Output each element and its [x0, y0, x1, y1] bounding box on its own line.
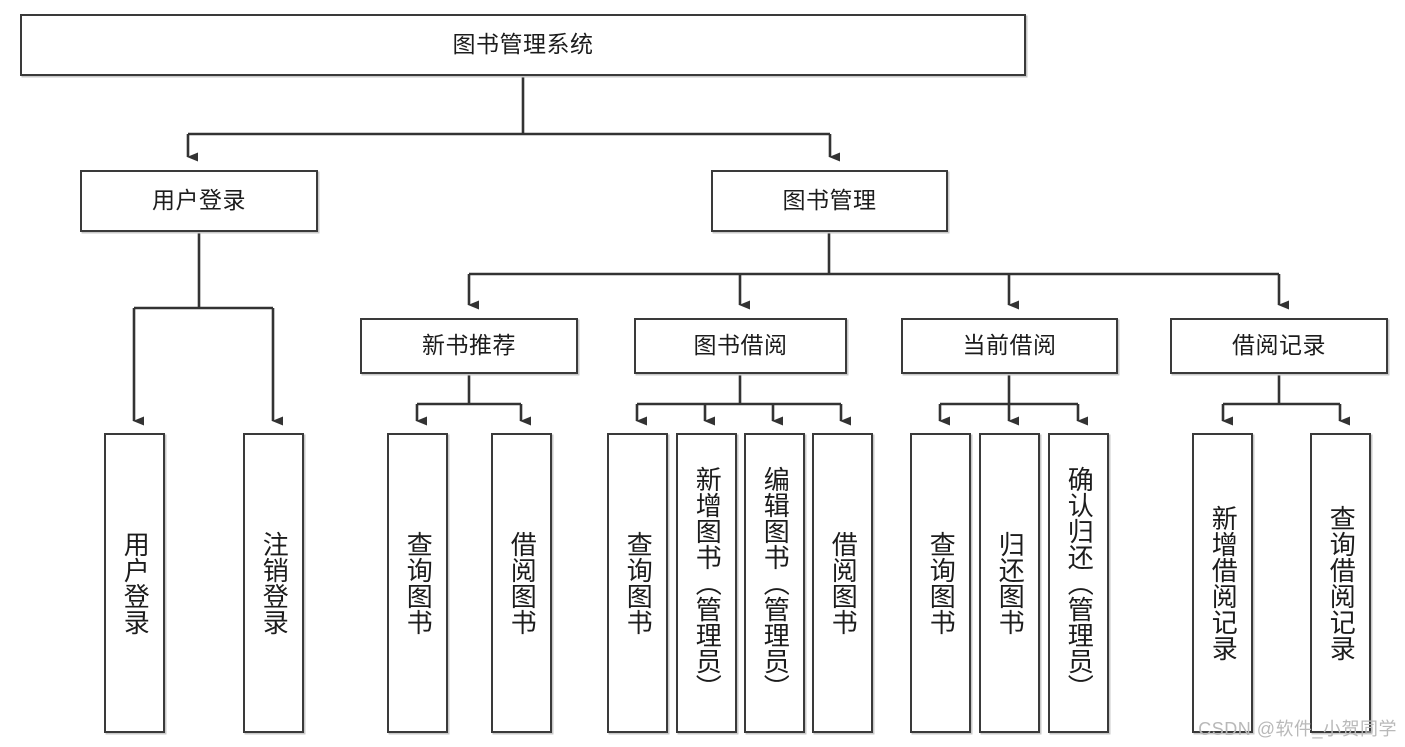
node-leaf-user-login[interactable]: 用户登录 — [104, 433, 165, 733]
node-user-login[interactable]: 用户登录 — [80, 170, 318, 232]
node-leaf-query-book-3[interactable]: 查询图书 — [910, 433, 971, 733]
node-leaf-return-book-label: 归还图书 — [995, 531, 1026, 635]
node-user-login-label: 用户登录 — [152, 187, 246, 214]
node-leaf-user-logout-label: 注销登录 — [259, 531, 290, 635]
node-leaf-query-book-2[interactable]: 查询图书 — [607, 433, 668, 733]
node-leaf-borrow-book-1-label: 借阅图书 — [507, 531, 538, 635]
node-leaf-add-book[interactable]: 新增图书（管理员） — [676, 433, 737, 733]
node-leaf-query-record[interactable]: 查询借阅记录 — [1310, 433, 1371, 733]
node-leaf-add-record-label: 新增借阅记录 — [1208, 505, 1239, 661]
node-leaf-borrow-book-2[interactable]: 借阅图书 — [812, 433, 873, 733]
node-leaf-query-book-2-label: 查询图书 — [623, 531, 654, 635]
node-leaf-user-login-label: 用户登录 — [120, 531, 151, 635]
node-root[interactable]: 图书管理系统 — [20, 14, 1026, 76]
node-leaf-return-book[interactable]: 归还图书 — [979, 433, 1040, 733]
node-leaf-edit-book[interactable]: 编辑图书（管理员） — [744, 433, 805, 733]
node-leaf-query-book-3-label: 查询图书 — [926, 531, 957, 635]
node-leaf-confirm-return-label: 确认归还（管理员） — [1064, 466, 1095, 700]
node-root-label: 图书管理系统 — [452, 31, 594, 58]
node-leaf-confirm-return[interactable]: 确认归还（管理员） — [1048, 433, 1109, 733]
node-book-borrow[interactable]: 图书借阅 — [634, 318, 847, 374]
node-leaf-borrow-book-1[interactable]: 借阅图书 — [491, 433, 552, 733]
node-new-book-recommend-label: 新书推荐 — [422, 332, 516, 359]
node-current-borrow[interactable]: 当前借阅 — [901, 318, 1118, 374]
node-leaf-add-record[interactable]: 新增借阅记录 — [1192, 433, 1253, 733]
node-leaf-borrow-book-2-label: 借阅图书 — [828, 531, 859, 635]
node-leaf-user-logout[interactable]: 注销登录 — [243, 433, 304, 733]
node-borrow-record-label: 借阅记录 — [1232, 332, 1326, 359]
csdn-watermark: CSDN @软件_小贺同学 — [1198, 719, 1397, 739]
node-borrow-record[interactable]: 借阅记录 — [1170, 318, 1388, 374]
node-leaf-edit-book-label: 编辑图书（管理员） — [760, 466, 791, 700]
node-new-book-recommend[interactable]: 新书推荐 — [360, 318, 578, 374]
node-leaf-query-book-1-label: 查询图书 — [403, 531, 434, 635]
node-leaf-query-record-label: 查询借阅记录 — [1326, 505, 1357, 661]
node-leaf-add-book-label: 新增图书（管理员） — [692, 466, 723, 700]
node-book-borrow-label: 图书借阅 — [693, 332, 788, 359]
node-leaf-query-book-1[interactable]: 查询图书 — [387, 433, 448, 733]
node-current-borrow-label: 当前借阅 — [962, 332, 1057, 359]
node-book-manage[interactable]: 图书管理 — [711, 170, 948, 232]
node-book-manage-label: 图书管理 — [782, 187, 877, 214]
